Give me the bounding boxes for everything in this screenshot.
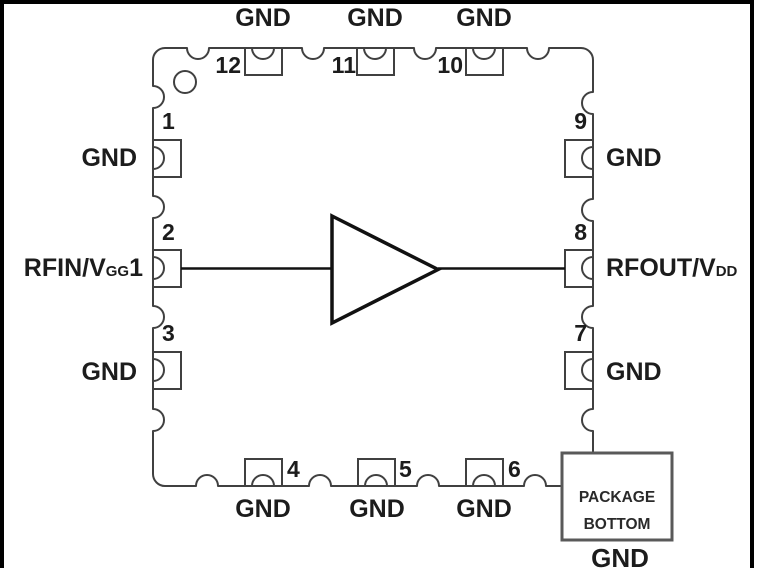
pin11-label: GND <box>347 4 403 32</box>
pin1-label: GND <box>81 144 137 172</box>
pin6-label: GND <box>456 495 512 523</box>
pad-pin-6 <box>465 458 504 487</box>
pin3-label: GND <box>81 358 137 386</box>
pin4-label: GND <box>235 495 291 523</box>
package-bottom-box <box>560 451 674 542</box>
pin-number-1: 1 <box>162 108 175 134</box>
package-bottom-gnd-label: GND <box>591 543 649 573</box>
pin2-label: RFIN/VGG1 <box>18 256 143 284</box>
pin7-label: GND <box>606 358 662 386</box>
pin2-label-suffix: 1 <box>129 254 143 282</box>
pin-number-11: 11 <box>331 52 356 78</box>
pin8-label: RFOUT/VDD <box>606 256 737 284</box>
pad-pin-11 <box>356 47 395 76</box>
pad-pin-2 <box>152 249 182 288</box>
pin8-label-subscript: DD <box>715 263 738 280</box>
pad-pin-3 <box>152 351 182 390</box>
pad-pin-5 <box>357 458 396 487</box>
pin2-label-subscript: GG <box>105 263 130 280</box>
pin-number-10: 10 <box>437 52 463 78</box>
pin8-label-text: RFOUT/V <box>606 254 716 282</box>
pin1-indicator-dot <box>173 70 197 94</box>
pin-number-7: 7 <box>574 320 587 346</box>
pin-number-3: 3 <box>162 320 175 346</box>
pin10-label: GND <box>456 4 512 32</box>
package-bottom-line1: PACKAGE <box>578 489 656 506</box>
pin-number-12: 12 <box>215 52 241 78</box>
pad-pin-1 <box>152 139 182 178</box>
pin9-label: GND <box>606 144 662 172</box>
package-bottom-text: PACKAGE BOTTOM <box>562 484 672 538</box>
pad-pin-10 <box>465 47 504 76</box>
pin-number-5: 5 <box>399 456 412 482</box>
pad-pin-7 <box>564 351 594 390</box>
pin-number-4: 4 <box>287 456 300 482</box>
pin-number-8: 8 <box>574 219 587 245</box>
pin-number-6: 6 <box>508 456 521 482</box>
pin5-label: GND <box>349 495 405 523</box>
package-bottom-line2: BOTTOM <box>583 516 651 533</box>
pin-number-2: 2 <box>162 219 175 245</box>
amplifier-icon <box>330 213 442 326</box>
pin-number-9: 9 <box>574 108 587 134</box>
pad-pin-4 <box>244 458 283 487</box>
pin2-label-text: RFIN/V <box>23 254 106 282</box>
pad-pin-8 <box>564 249 594 288</box>
pin12-label: GND <box>235 4 291 32</box>
pad-pin-9 <box>564 139 594 178</box>
pad-pin-12 <box>244 47 283 76</box>
